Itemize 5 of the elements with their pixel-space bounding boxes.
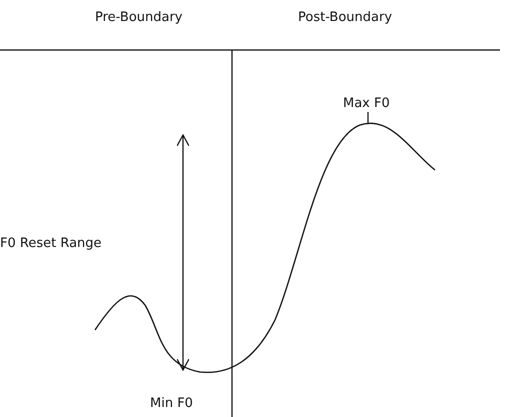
- range-label: F0 Reset Range: [0, 236, 102, 252]
- column-heading: Pre-Boundary: [95, 10, 183, 26]
- point-label: Min F0: [150, 396, 193, 412]
- column-heading: Post-Boundary: [298, 10, 392, 26]
- point-label: Max F0: [343, 96, 390, 112]
